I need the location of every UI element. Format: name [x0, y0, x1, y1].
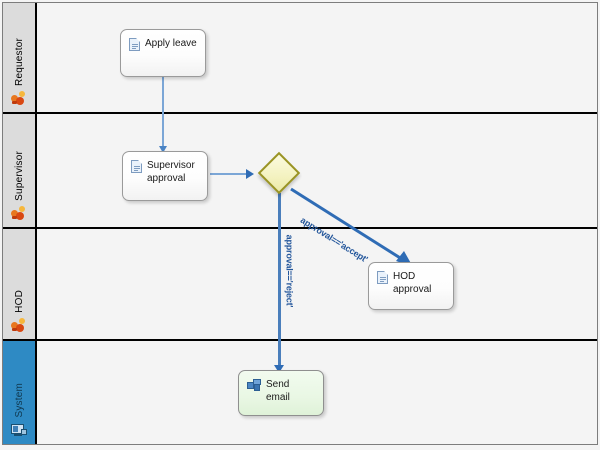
lane-header-hod[interactable]: HOD	[3, 229, 37, 339]
document-icon	[129, 38, 140, 51]
connector-line	[162, 77, 164, 148]
system-monitor-icon	[11, 422, 27, 438]
task-hod-approval[interactable]: HOD approval	[368, 262, 454, 310]
lane-label-supervisor: Supervisor	[13, 151, 25, 201]
task-label: Send email	[266, 379, 290, 403]
lane-requestor[interactable]: Requestor	[3, 3, 597, 114]
lane-header-system[interactable]: System	[3, 341, 37, 444]
role-people-icon	[11, 205, 27, 221]
task-apply-leave[interactable]: Apply leave	[120, 29, 206, 77]
connector-line	[278, 193, 281, 370]
document-icon	[377, 271, 388, 284]
connector-line	[210, 173, 250, 175]
arrowhead-icon	[246, 169, 254, 179]
role-people-icon	[11, 317, 27, 333]
arrowhead-icon	[159, 146, 167, 153]
lane-hod[interactable]: HOD	[3, 229, 597, 341]
process-pool: Requestor Supervisor HOD	[2, 2, 598, 445]
task-label: Apply leave	[145, 38, 197, 49]
lane-label-hod: HOD	[13, 290, 25, 313]
task-label: Supervisor approval	[147, 160, 195, 184]
lane-supervisor[interactable]: Supervisor	[3, 114, 597, 229]
task-supervisor-approval[interactable]: Supervisor approval	[122, 151, 208, 201]
document-icon	[131, 160, 142, 173]
lane-label-requestor: Requestor	[13, 38, 25, 86]
lane-body-hod	[37, 229, 597, 339]
arrowhead-icon	[274, 365, 284, 373]
lane-header-requestor[interactable]: Requestor	[3, 3, 37, 112]
lane-body-supervisor	[37, 114, 597, 227]
lane-label-system: System	[13, 383, 25, 418]
task-label: HOD approval	[393, 271, 432, 295]
lane-header-supervisor[interactable]: Supervisor	[3, 114, 37, 227]
task-send-email[interactable]: Send email	[238, 370, 324, 416]
role-people-icon	[11, 90, 27, 106]
service-email-icon	[247, 379, 261, 391]
edge-label-reject: approval=='reject'	[284, 234, 295, 308]
